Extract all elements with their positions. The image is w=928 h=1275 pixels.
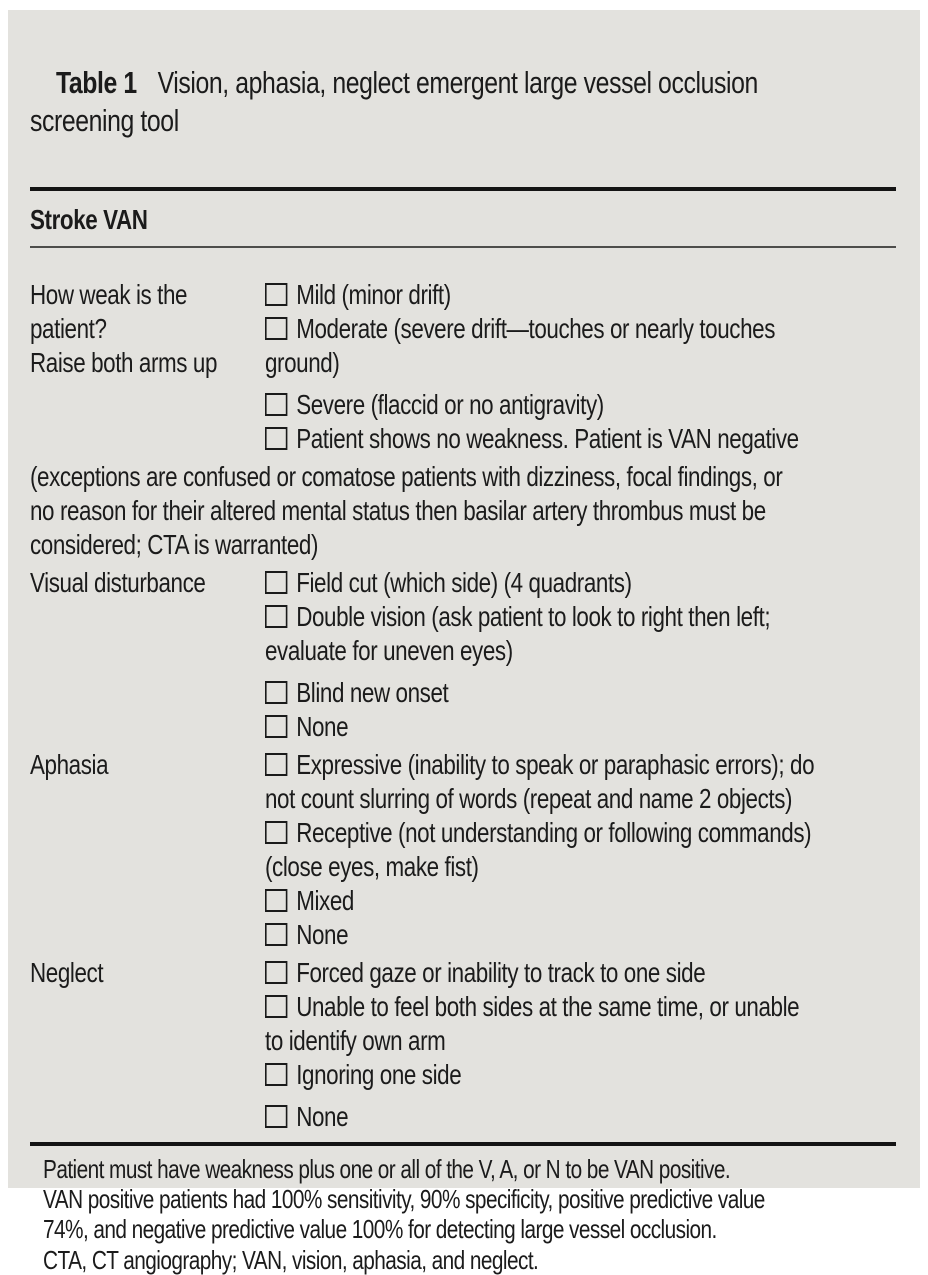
table-row-weakness: How weak is the patient? Raise both arms… xyxy=(30,278,896,456)
option-ignoring-one-side: Ignoring one side xyxy=(265,1058,928,1092)
row-label-weakness: How weak is the patient? Raise both arms… xyxy=(30,279,218,378)
checkbox-icon[interactable] xyxy=(265,681,288,704)
table-body: How weak is the patient? Raise both arms… xyxy=(30,278,896,1134)
row-label-visual-disturbance: Visual disturbance xyxy=(30,567,206,598)
option-receptive: Receptive (not understanding or followin… xyxy=(265,816,928,884)
checkbox-icon[interactable] xyxy=(265,605,288,628)
option-expressive: Expressive (inability to speak or paraph… xyxy=(265,748,928,816)
checkbox-icon[interactable] xyxy=(265,889,288,912)
checkbox-icon[interactable] xyxy=(265,1105,288,1128)
checkbox-icon[interactable] xyxy=(265,571,288,594)
option-no-weakness: Patient shows no weakness. Patient is VA… xyxy=(265,422,928,456)
option-neglect-none: None xyxy=(265,1100,928,1134)
table-row-aphasia: Aphasia Expressive (inability to speak o… xyxy=(30,748,896,952)
checkbox-icon[interactable] xyxy=(265,961,288,984)
option-label: Severe (flaccid or no antigravity) xyxy=(296,389,604,420)
footnote-stats: Patient must have weakness plus one or a… xyxy=(43,1154,765,1244)
table-footnotes: Patient must have weakness plus one or a… xyxy=(30,1154,896,1275)
option-label: Double vision (ask patient to look to ri… xyxy=(265,601,771,666)
option-group: Expressive (inability to speak or paraph… xyxy=(265,748,928,952)
option-group: Severe (flaccid or no antigravity) Patie… xyxy=(265,388,928,456)
option-group: Field cut (which side) (4 quadrants) Dou… xyxy=(265,566,896,668)
table-row-visual-disturbance: Visual disturbance Field cut (which side… xyxy=(30,566,896,744)
option-group: Blind new onset None xyxy=(265,676,896,744)
option-label: Expressive (inability to speak or paraph… xyxy=(265,749,815,814)
table-row-neglect: Neglect Forced gaze or inability to trac… xyxy=(30,956,896,1134)
option-severe: Severe (flaccid or no antigravity) xyxy=(265,388,928,422)
checkbox-icon[interactable] xyxy=(265,923,288,946)
table-number: Table 1 xyxy=(55,65,137,100)
option-double-vision: Double vision (ask patient to look to ri… xyxy=(265,600,896,668)
checkbox-icon[interactable] xyxy=(265,995,288,1018)
option-moderate: Moderate (severe drift—touches or nearly… xyxy=(265,312,928,380)
row-label-aphasia: Aphasia xyxy=(30,749,109,780)
divider-bottom xyxy=(30,1142,896,1146)
column-header-stroke-van: Stroke VAN xyxy=(30,204,148,235)
option-unable-to-feel: Unable to feel both sides at the same ti… xyxy=(265,990,928,1058)
table-title: Vision, aphasia, neglect emergent large … xyxy=(30,65,758,138)
checkbox-icon[interactable] xyxy=(265,317,288,340)
option-label: None xyxy=(296,919,349,950)
option-aphasia-none: None xyxy=(265,918,928,952)
checkbox-icon[interactable] xyxy=(265,821,288,844)
exceptions-note: (exceptions are confused or comatose pat… xyxy=(30,461,783,560)
option-label: Field cut (which side) (4 quadrants) xyxy=(296,567,632,598)
option-vision-none: None xyxy=(265,710,896,744)
option-label: Mild (minor drift) xyxy=(296,279,451,310)
option-group: None xyxy=(265,1100,928,1134)
checkbox-icon[interactable] xyxy=(265,393,288,416)
option-field-cut: Field cut (which side) (4 quadrants) xyxy=(265,566,896,600)
option-label: None xyxy=(296,1101,349,1132)
option-label: Unable to feel both sides at the same ti… xyxy=(265,991,800,1056)
checkbox-icon[interactable] xyxy=(265,715,288,738)
checkbox-icon[interactable] xyxy=(265,1063,288,1086)
option-label: Ignoring one side xyxy=(296,1059,462,1090)
option-forced-gaze: Forced gaze or inability to track to one… xyxy=(265,956,928,990)
divider-top xyxy=(30,187,896,191)
option-group: Mild (minor drift) Moderate (severe drif… xyxy=(265,278,928,380)
row-label-neglect: Neglect xyxy=(30,957,104,988)
option-group: Forced gaze or inability to track to one… xyxy=(265,956,928,1092)
option-mild: Mild (minor drift) xyxy=(265,278,928,312)
option-label: Forced gaze or inability to track to one… xyxy=(296,957,706,988)
option-label: None xyxy=(296,711,349,742)
option-blind-new-onset: Blind new onset xyxy=(265,676,896,710)
divider-header xyxy=(30,246,896,248)
option-label: Receptive (not understanding or followin… xyxy=(265,817,812,882)
option-label: Blind new onset xyxy=(296,677,449,708)
option-label: Moderate (severe drift—touches or nearly… xyxy=(265,313,776,378)
checkbox-icon[interactable] xyxy=(265,427,288,450)
option-label: Patient shows no weakness. Patient is VA… xyxy=(296,423,799,454)
footnote-abbreviations: CTA, CT angiography; VAN, vision, aphasi… xyxy=(43,1245,539,1275)
checkbox-icon[interactable] xyxy=(265,283,288,306)
option-label: Mixed xyxy=(296,885,354,916)
option-mixed: Mixed xyxy=(265,884,928,918)
checkbox-icon[interactable] xyxy=(265,753,288,776)
